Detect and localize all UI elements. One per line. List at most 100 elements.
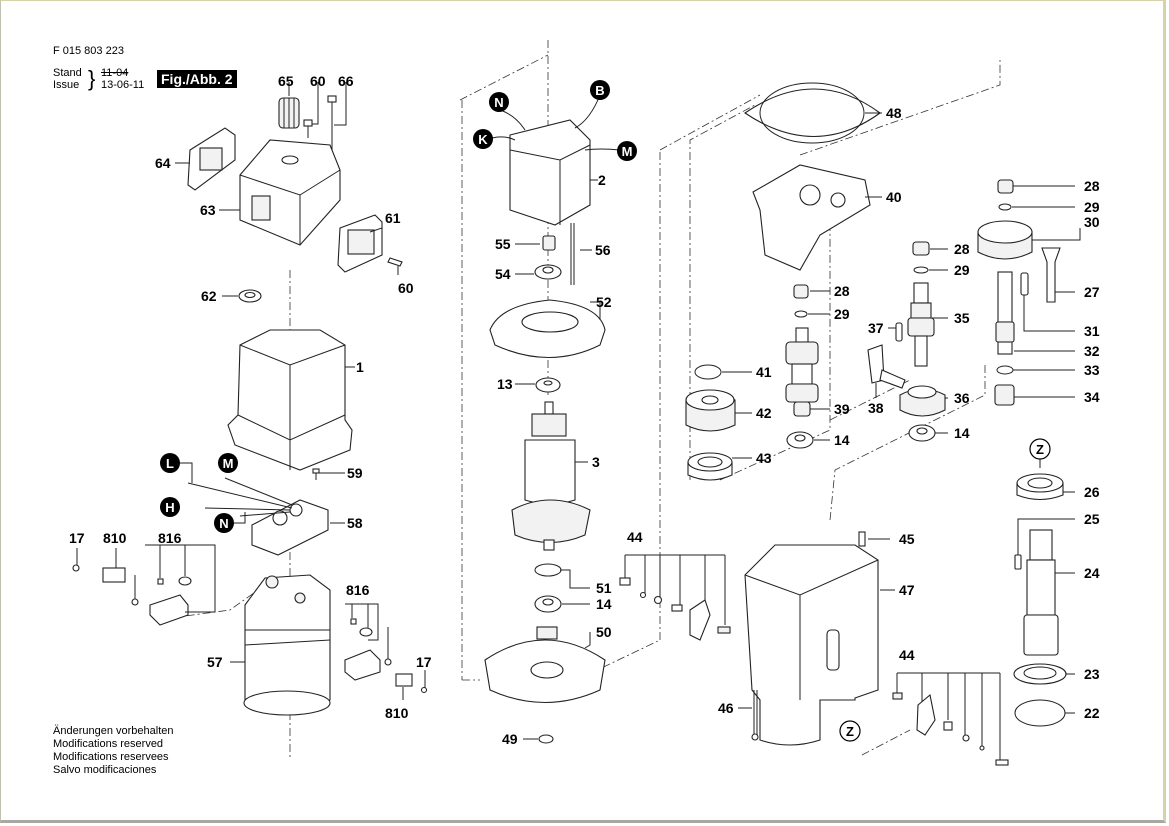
label-816-b: 816	[346, 582, 370, 598]
wire-marker-n-bottom[interactable]: N	[214, 512, 246, 533]
part-22-circlip[interactable]	[1014, 699, 1066, 727]
svg-text:N: N	[494, 95, 503, 110]
stand-label: Stand	[53, 67, 82, 79]
label-1: 1	[356, 359, 364, 375]
label-60: 60	[310, 73, 326, 89]
part-brush-holder-right[interactable]	[344, 618, 428, 694]
part-40-intermediate-flange[interactable]	[752, 164, 871, 271]
part-33-washer[interactable]	[996, 365, 1014, 375]
part-23-washer[interactable]	[1013, 663, 1067, 685]
label-50: 50	[596, 624, 612, 640]
label-54: 54	[495, 266, 511, 282]
part-brush-holder-left[interactable]	[72, 564, 192, 626]
part-52-baffle-plate[interactable]	[489, 299, 606, 358]
part-29-ring-c[interactable]	[998, 203, 1012, 211]
part-2-field-coil[interactable]	[491, 94, 621, 226]
part-60-screw-b[interactable]	[387, 257, 403, 267]
wire-marker-m-bottom[interactable]: M	[218, 453, 238, 473]
wire-marker-l[interactable]: L	[160, 453, 193, 483]
svg-text:M: M	[223, 456, 234, 471]
part-28-bushing-c[interactable]	[997, 179, 1014, 194]
part-64-side-cover[interactable]	[187, 127, 236, 191]
part-36-gear[interactable]	[899, 385, 946, 417]
part-59-screw[interactable]	[312, 468, 320, 480]
label-33: 33	[1084, 362, 1100, 378]
part-51-retaining-ring[interactable]	[534, 563, 562, 577]
part-29-ring-b[interactable]	[913, 266, 929, 274]
wire-marker-m-top[interactable]: M	[617, 141, 637, 161]
label-55: 55	[495, 236, 511, 252]
label-810-a: 810	[103, 530, 127, 546]
part-47-gear-housing[interactable]	[744, 544, 879, 746]
part-14-bearing-b[interactable]	[786, 431, 814, 449]
part-41-circlip[interactable]	[694, 364, 722, 380]
part-50-end-shield[interactable]	[484, 626, 606, 703]
part-14-bearing-a[interactable]	[534, 595, 562, 613]
reference-z-top[interactable]: Z	[1029, 438, 1051, 460]
label-34: 34	[1084, 389, 1100, 405]
part-63-top-cap[interactable]	[239, 139, 341, 246]
part-3-armature[interactable]	[511, 401, 591, 551]
part-65-cable-gland[interactable]	[278, 82, 300, 129]
label-65: 65	[278, 73, 294, 89]
part-24-tool-holder[interactable]	[1023, 529, 1059, 656]
part-42-gear[interactable]	[685, 389, 736, 432]
label-30: 30	[1084, 214, 1100, 230]
part-27-pin[interactable]	[1041, 247, 1061, 303]
part-48-gasket[interactable]	[744, 82, 881, 144]
label-28-a: 28	[834, 283, 850, 299]
part-28-bushing-b[interactable]	[912, 241, 930, 256]
wire-marker-b[interactable]: B	[590, 80, 610, 100]
part-55-bushing[interactable]	[542, 235, 556, 251]
label-28-c: 28	[1084, 178, 1100, 194]
part-46-screw[interactable]	[751, 690, 759, 741]
label-22: 22	[1084, 705, 1100, 721]
part-13-bearing[interactable]	[535, 377, 561, 393]
part-34-bushing[interactable]	[994, 384, 1015, 406]
label-62: 62	[201, 288, 217, 304]
part-43-bearing[interactable]	[687, 452, 733, 481]
wire-marker-h[interactable]: H	[160, 497, 180, 517]
part-60-screw[interactable]	[303, 82, 319, 138]
label-14-a: 14	[596, 596, 612, 612]
part-58-switch[interactable]	[187, 477, 329, 556]
part-30-gear[interactable]	[977, 220, 1033, 260]
label-31: 31	[1084, 323, 1100, 339]
part-54-nut[interactable]	[534, 264, 562, 280]
part-14-bearing-c[interactable]	[908, 424, 936, 442]
part-39-intermediate-shaft[interactable]	[785, 327, 819, 417]
wire-marker-n-top[interactable]: N	[489, 92, 509, 112]
wire-marker-k[interactable]: K	[473, 129, 493, 149]
label-29-b: 29	[954, 262, 970, 278]
part-49-washer[interactable]	[538, 734, 554, 744]
label-26: 26	[1084, 484, 1100, 500]
part-61-side-cover[interactable]	[337, 214, 383, 273]
part-25-key[interactable]	[1014, 554, 1022, 570]
label-14-c: 14	[954, 425, 970, 441]
reference-z-bottom[interactable]: Z	[839, 720, 861, 742]
part-56-long-screw[interactable]	[570, 223, 575, 285]
part-32-spindle-shaft[interactable]	[995, 271, 1015, 355]
part-44-lock-kit-b[interactable]	[892, 672, 1009, 766]
label-49: 49	[502, 731, 518, 747]
label-38: 38	[868, 400, 884, 416]
part-37-key[interactable]	[895, 322, 903, 342]
part-45-pin[interactable]	[858, 531, 866, 547]
part-31-key[interactable]	[1020, 272, 1029, 296]
part-1-motor-housing[interactable]	[227, 329, 353, 471]
part-28-bushing-a[interactable]	[793, 284, 809, 299]
part-62-nut[interactable]	[238, 289, 262, 303]
part-38-lever[interactable]	[867, 344, 906, 389]
label-58: 58	[347, 515, 363, 531]
label-17-b: 17	[416, 654, 432, 670]
part-66-long-screw[interactable]	[327, 82, 347, 155]
leader-lines	[76, 112, 1081, 741]
label-816-a: 816	[158, 530, 182, 546]
part-26-bearing[interactable]	[1016, 473, 1064, 501]
label-35: 35	[954, 310, 970, 326]
part-29-ring-a[interactable]	[794, 310, 808, 318]
part-35-shaft[interactable]	[907, 282, 935, 367]
part-57-brush-holder-housing[interactable]	[243, 574, 331, 716]
part-44-lock-kit-a[interactable]	[619, 554, 731, 641]
